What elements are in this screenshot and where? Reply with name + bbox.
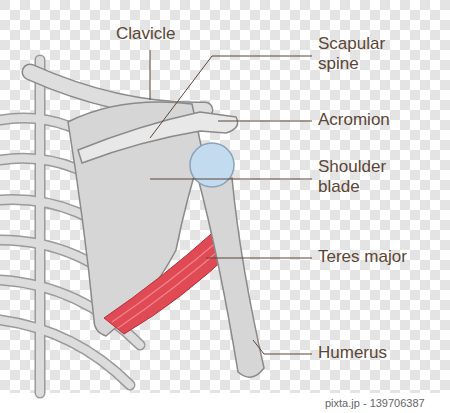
bone-label: Shoulder blade — [318, 157, 418, 198]
humerus-bone — [198, 178, 264, 377]
bone-label: Scapular spine — [318, 34, 418, 75]
footer-strip — [0, 393, 450, 413]
muscle-label: Teres major — [318, 247, 407, 267]
humeral-head — [190, 143, 234, 187]
leader-lines — [150, 50, 312, 354]
bone-label: Acromion — [318, 110, 390, 130]
watermark: pixta.jp - 139706387 — [325, 397, 425, 410]
bone-label: Clavicle — [116, 24, 176, 44]
checker-ground — [0, 0, 450, 393]
bone-label: Humerus — [318, 343, 387, 363]
